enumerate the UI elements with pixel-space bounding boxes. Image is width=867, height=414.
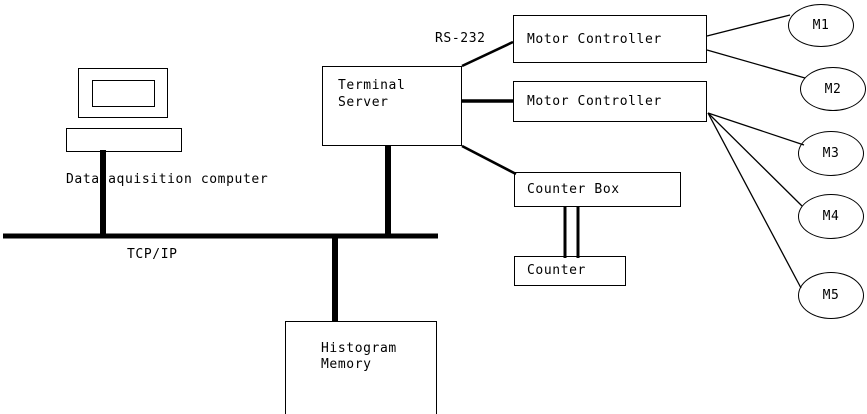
motor-controller-1-label: Motor Controller <box>527 32 662 47</box>
motor-m3-label: M3 <box>822 146 840 161</box>
motor-m5-label: M5 <box>822 288 840 303</box>
node-motor-controller-1[interactable] <box>513 15 707 63</box>
workstation-label: Data aquisition computer <box>66 172 269 187</box>
rs232-link-label: RS-232 <box>435 31 486 46</box>
motor-controller-2-label: Motor Controller <box>527 94 662 109</box>
histogram-memory-label-line1: Histogram <box>321 341 397 356</box>
motor-m4-label: M4 <box>822 209 840 224</box>
motor-m1-label: M1 <box>812 18 830 33</box>
node-motor-m4[interactable]: M4 <box>798 194 864 239</box>
node-motor-m5[interactable]: M5 <box>798 272 864 319</box>
terminal-server-label-line2: Server <box>338 95 389 110</box>
node-motor-m3[interactable]: M3 <box>798 131 864 176</box>
counter-label: Counter <box>527 263 586 278</box>
computer-screen-icon <box>92 80 155 107</box>
motor-m2-label: M2 <box>824 81 842 97</box>
node-histogram-memory[interactable] <box>285 321 437 414</box>
terminal-server-label-line1: Terminal <box>338 78 406 93</box>
wire-motor-controller-2-to-m5 <box>707 112 802 289</box>
tcpip-bus-label: TCP/IP <box>127 247 178 262</box>
wire-motor-controller-2-to-m3 <box>707 112 805 146</box>
node-counter[interactable] <box>514 256 626 286</box>
node-counter-box[interactable] <box>514 172 681 207</box>
wire-motor-controller-1-to-m2 <box>706 49 806 79</box>
counter-box-label: Counter Box <box>527 182 620 197</box>
node-terminal-server[interactable] <box>322 66 462 146</box>
node-motor-controller-2[interactable] <box>513 81 707 122</box>
wire-motor-controller-2-to-m4 <box>707 112 803 207</box>
node-motor-m1[interactable]: M1 <box>788 4 854 47</box>
histogram-memory-label-line2: Memory <box>321 357 372 372</box>
wire-motor-controller-1-to-m1 <box>706 14 791 37</box>
computer-keyboard-icon <box>66 128 182 152</box>
node-motor-m2[interactable]: M2 <box>800 67 866 111</box>
wire-terminal-server-to-counter-box <box>461 144 517 176</box>
computer-monitor-icon <box>78 68 168 118</box>
